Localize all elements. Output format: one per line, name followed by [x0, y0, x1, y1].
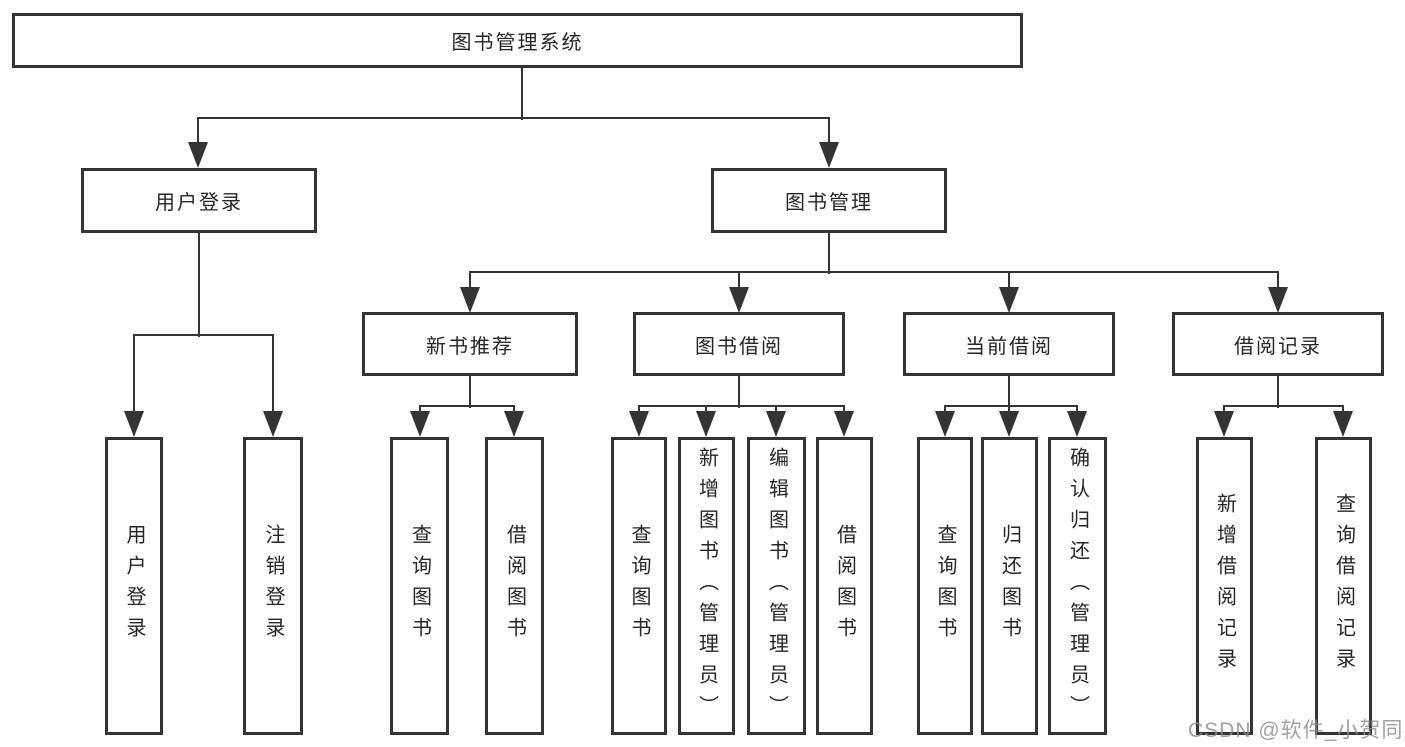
connector-line-horizontal	[197, 117, 830, 119]
leaf-add-books-admin: 新增图书（管理员）	[678, 437, 735, 735]
leaf-edit-books-admin: 编辑图书（管理员）	[747, 437, 806, 735]
connector-line-vertical	[738, 374, 740, 408]
connector-line-vertical	[469, 374, 471, 408]
arrowhead-down	[263, 411, 283, 437]
connector-line-vertical	[1277, 374, 1279, 408]
arrowhead-down	[819, 142, 839, 168]
arrowhead-down	[188, 142, 208, 168]
leaf-query-books-3: 查询图书	[917, 437, 973, 735]
leaf-query-books-2: 查询图书	[611, 437, 667, 735]
connector-line-vertical	[1008, 272, 1010, 290]
node-borrow-records: 借阅记录	[1172, 312, 1384, 376]
connector-line-vertical	[197, 118, 199, 146]
connector-line-horizontal	[133, 334, 274, 336]
arrowhead-down	[504, 411, 524, 437]
connector-line-vertical	[843, 406, 845, 414]
node-new-book-recommend: 新书推荐	[362, 312, 578, 376]
connector-line-vertical	[638, 406, 640, 414]
connector-line-vertical	[469, 272, 471, 290]
connector-line-vertical	[738, 272, 740, 290]
arrowhead-down	[460, 287, 480, 313]
leaf-logout: 注销登录	[243, 437, 303, 735]
arrowhead-down	[1333, 411, 1353, 437]
connector-line-vertical	[419, 406, 421, 414]
arrowhead-down	[1268, 287, 1288, 313]
arrowhead-down	[999, 411, 1019, 437]
node-current-borrow: 当前借阅	[903, 312, 1115, 376]
arrowhead-down	[999, 287, 1019, 313]
arrowhead-down	[696, 411, 716, 437]
leaf-borrow-books-1: 借阅图书	[485, 437, 544, 735]
arrowhead-down	[834, 411, 854, 437]
leaf-query-books-1: 查询图书	[390, 437, 449, 735]
connector-line-vertical	[272, 335, 274, 414]
connector-line-vertical	[198, 231, 200, 337]
arrowhead-down	[124, 411, 144, 437]
node-book-management: 图书管理	[711, 168, 947, 233]
connector-line-vertical	[1008, 374, 1010, 414]
arrowhead-down	[766, 411, 786, 437]
connector-line-vertical	[944, 406, 946, 414]
watermark: CSDN @软件_小贺同学	[1188, 719, 1405, 742]
arrowhead-down	[629, 411, 649, 437]
connector-line-vertical	[133, 335, 135, 414]
connector-line-horizontal	[944, 405, 1078, 407]
connector-line-vertical	[1076, 406, 1078, 414]
connector-line-vertical	[705, 406, 707, 414]
leaf-return-books: 归还图书	[981, 437, 1038, 735]
arrowhead-down	[410, 411, 430, 437]
connector-line-vertical	[828, 231, 830, 274]
arrowhead-down	[1067, 411, 1087, 437]
connector-line-vertical	[1223, 406, 1225, 414]
arrowhead-down	[935, 411, 955, 437]
connector-line-vertical	[1277, 272, 1279, 290]
connector-line-vertical	[521, 66, 523, 120]
connector-line-vertical	[1342, 406, 1344, 414]
connector-line-horizontal	[1223, 405, 1344, 407]
connector-line-vertical	[828, 118, 830, 146]
connector-line-horizontal	[469, 271, 1279, 273]
connector-line-horizontal	[419, 405, 515, 407]
node-user-login: 用户登录	[81, 168, 317, 233]
leaf-add-borrow-record: 新增借阅记录	[1196, 437, 1253, 735]
leaf-query-borrow-record: 查询借阅记录	[1315, 437, 1372, 735]
leaf-user-login: 用户登录	[105, 437, 163, 735]
leaf-confirm-return-admin: 确认归还（管理员）	[1048, 437, 1107, 735]
arrowhead-down	[1214, 411, 1234, 437]
connector-line-horizontal	[638, 405, 845, 407]
node-book-borrow: 图书借阅	[633, 312, 845, 376]
node-root: 图书管理系统	[12, 13, 1023, 68]
leaf-borrow-books-2: 借阅图书	[816, 437, 873, 735]
connector-line-vertical	[513, 406, 515, 414]
arrowhead-down	[729, 287, 749, 313]
connector-line-vertical	[775, 406, 777, 414]
